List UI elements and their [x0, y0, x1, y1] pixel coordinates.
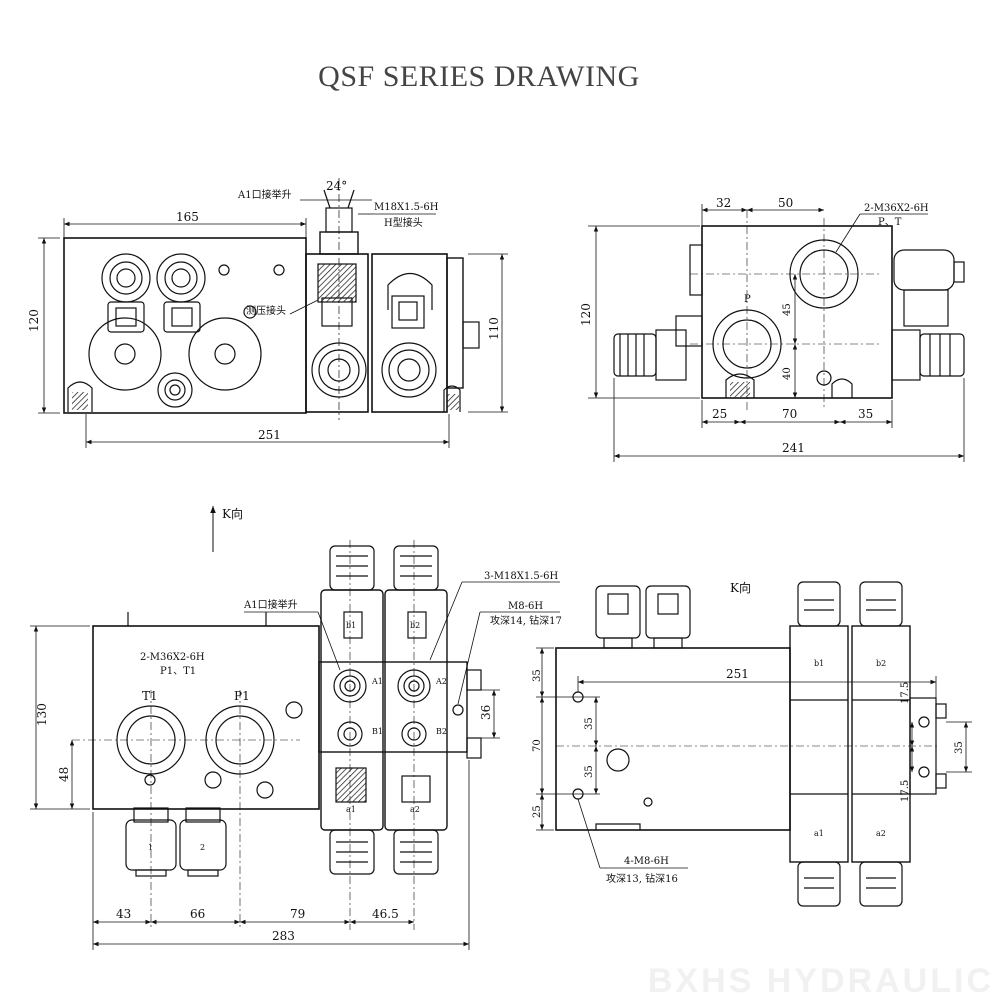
dim-79: 79 — [290, 907, 305, 921]
side-port-sub: P、T — [878, 217, 902, 228]
k-view — [536, 581, 972, 907]
k-a2-label: a2 — [876, 829, 886, 838]
big-port-right — [188, 317, 262, 391]
m8-thread-label: M8-6H — [508, 601, 543, 612]
upper-port-right — [156, 253, 206, 303]
dim-283: 283 — [272, 929, 295, 943]
valve-stack-1 — [320, 545, 384, 875]
side-connector-right — [891, 329, 965, 381]
dim-251-front: 251 — [258, 428, 281, 442]
k-coil-stack-1 — [789, 581, 849, 907]
coil-2 — [179, 807, 227, 877]
coil-1-label: 1 — [148, 843, 153, 852]
dim-46-5: 46.5 — [372, 907, 399, 921]
dim-165: 165 — [176, 210, 199, 224]
h-joint-label: H型接头 — [384, 216, 423, 229]
front-dimensions — [38, 199, 508, 448]
valve-stack-2 — [384, 545, 448, 875]
dim-32: 32 — [716, 196, 731, 210]
drawing-title: QSF SERIES DRAWING — [318, 60, 640, 93]
b1-port-label: B1 — [372, 727, 383, 736]
upper-port-left — [101, 253, 151, 303]
k-view-label: K向 — [730, 580, 751, 595]
dim-17-5-lower: 17.5 — [900, 780, 911, 802]
k-b2-label: b2 — [876, 659, 886, 668]
k-connector-2 — [645, 585, 691, 649]
dim-17-5-upper: 17.5 — [900, 682, 911, 704]
a2-coil-label-top: a2 — [410, 805, 420, 814]
dim-35-k-top: 35 — [532, 669, 543, 682]
dim-36: 36 — [479, 705, 493, 720]
thread-label: M18X1.5-6H — [374, 202, 439, 213]
b2-coil-label: b2 — [410, 621, 420, 630]
watermark: BXHS HYDRAULIC — [647, 962, 994, 1000]
k-m8-depth: 攻深13, 钻深16 — [606, 872, 678, 885]
side-port-label: 2-M36X2-6H — [864, 203, 929, 214]
k-b1-label: b1 — [814, 659, 824, 668]
side-connector-left — [613, 329, 687, 381]
dim-35-side: 35 — [858, 407, 873, 421]
a1-port-label: A1 — [371, 677, 383, 686]
k-m8-label: 4-M8-6H — [624, 856, 669, 867]
dim-45: 45 — [782, 303, 793, 316]
k-dimensions — [536, 647, 972, 869]
top-dimensions — [30, 581, 560, 950]
top-port-sub: P1、T1 — [160, 666, 196, 677]
top-port-label: 2-M36X2-6H — [140, 652, 205, 663]
m18-thread-label: 3-M18X1.5-6H — [484, 571, 558, 582]
b2-port-label: B2 — [436, 727, 447, 736]
k-a1-label: a1 — [814, 829, 824, 838]
dim-50: 50 — [778, 196, 793, 210]
p-port-label: P — [744, 294, 751, 305]
angle-label: 24° — [326, 179, 347, 193]
a1-coil-label-top: a1 — [346, 805, 356, 814]
a2-port-label: A2 — [435, 677, 447, 686]
dim-130: 130 — [35, 703, 49, 726]
dim-120-side: 120 — [579, 303, 593, 326]
dim-48: 48 — [57, 767, 71, 782]
dim-251-k: 251 — [726, 667, 749, 681]
dim-70-side: 70 — [782, 407, 797, 421]
gauge-label: 测压接头 — [246, 304, 286, 317]
dim-40: 40 — [782, 367, 793, 380]
a1-lift-label: A1口接举升 — [237, 188, 292, 201]
dim-66: 66 — [190, 907, 205, 921]
dim-25-side: 25 — [712, 407, 727, 421]
dim-35-k-low: 35 — [584, 765, 595, 778]
top-view — [30, 506, 560, 950]
b1-coil-label: b1 — [346, 621, 356, 630]
dim-35-k-mid: 35 — [584, 717, 595, 730]
k-connector-1 — [595, 585, 641, 649]
dim-241: 241 — [782, 441, 805, 455]
t1-port-label: T1 — [142, 689, 158, 703]
a1-lift-label-top: A1口接举升 — [243, 598, 298, 611]
p1-port-label: P1 — [234, 689, 250, 703]
k-direction-label: K向 — [222, 506, 243, 521]
dim-120-front: 120 — [27, 309, 41, 332]
dim-70-k: 70 — [532, 739, 543, 752]
m8-depth-label: 攻深14, 钻深17 — [490, 614, 562, 627]
dim-110: 110 — [487, 317, 501, 340]
dim-43: 43 — [116, 907, 131, 921]
front-view — [38, 178, 508, 448]
k-coil-stack-2 — [851, 581, 911, 907]
dim-25-k: 25 — [532, 805, 543, 818]
side-view — [588, 204, 965, 462]
coil-2-label: 2 — [200, 843, 205, 852]
dim-35-k-right: 35 — [954, 741, 965, 754]
side-dimensions — [588, 204, 965, 462]
big-port-left — [88, 317, 162, 391]
